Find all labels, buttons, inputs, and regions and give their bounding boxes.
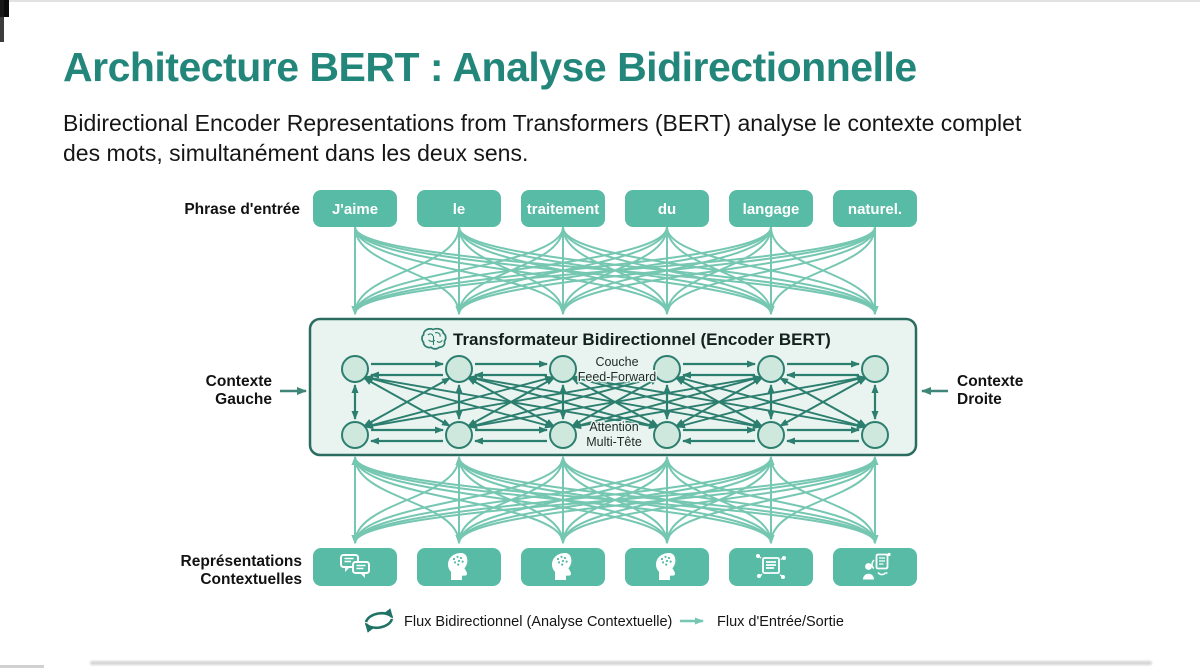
subtitle-line-2: des mots, simultanément dans les deux se… [63, 140, 529, 166]
encoder-node [653, 355, 681, 383]
encoder-title: Transformateur Bidirectionnel (Encoder B… [453, 330, 831, 349]
input-token: le [417, 190, 501, 227]
input-token: traitement [521, 190, 605, 227]
page-subtitle: Bidirectional Encoder Representations fr… [63, 108, 1021, 168]
encoder-node [549, 421, 577, 449]
input-row-label: Phrase d'entrée [184, 201, 300, 218]
output-box [625, 548, 709, 586]
token-text: naturel. [848, 201, 902, 218]
context-left-line1: Contexte [206, 373, 273, 390]
attention-label-line2: Multi-Tête [586, 435, 642, 449]
output-flow-arrows [351, 456, 879, 544]
input-token-row: J'aime le traitement du langage naturel. [313, 190, 917, 227]
bidirectional-attention-arrows [351, 360, 879, 445]
legend-bidirectional-label: Flux Bidirectionnel (Analyse Contextuell… [404, 614, 672, 630]
encoder-nodes [341, 355, 889, 449]
encoder-node [757, 355, 785, 383]
subtitle-line-1: Bidirectional Encoder Representations fr… [63, 110, 1022, 136]
output-row-label-line1: Représentations [181, 553, 302, 570]
encoder-node [445, 421, 473, 449]
encoder-node [757, 421, 785, 449]
token-text: langage [743, 201, 800, 218]
output-box [313, 548, 397, 586]
token-text: J'aime [332, 201, 378, 218]
token-text: le [453, 201, 466, 218]
encoder-node [549, 355, 577, 383]
page-title: Architecture BERT : Analyse Bidirectionn… [63, 44, 917, 90]
input-token: du [625, 190, 709, 227]
token-text: traitement [527, 201, 600, 218]
encoder-node [653, 421, 681, 449]
feedforward-label-line1: Couche [595, 355, 638, 369]
output-box [833, 548, 917, 586]
input-token: langage [729, 190, 813, 227]
token-text: du [658, 201, 676, 218]
encoder-node [341, 421, 369, 449]
context-right-line1: Contexte [957, 373, 1024, 390]
output-row-label-line2: Contextuelles [200, 571, 302, 588]
output-box [417, 548, 501, 586]
context-right-label: Contexte Droite [921, 373, 1024, 408]
context-left-line2: Gauche [215, 391, 272, 408]
feedforward-label-line2: Feed-Forward [578, 370, 657, 384]
encoder-node [341, 355, 369, 383]
encoder-node [861, 355, 889, 383]
input-token: naturel. [833, 190, 917, 227]
encoder-node [445, 355, 473, 383]
brain-icon [421, 327, 447, 350]
input-flow-arrows [351, 226, 879, 315]
attention-label-line1: Attention [589, 420, 638, 434]
legend-io-label: Flux d'Entrée/Sortie [717, 614, 844, 630]
output-row [313, 548, 917, 586]
output-box [521, 548, 605, 586]
output-box [729, 548, 813, 586]
input-token: J'aime [313, 190, 397, 227]
bidirectional-cycle-icon [364, 608, 394, 633]
context-left-label: Contexte Gauche [206, 373, 307, 408]
encoder-node [861, 421, 889, 449]
context-right-line2: Droite [957, 391, 1002, 408]
legend: Flux Bidirectionnel (Analyse Contextuell… [364, 608, 844, 633]
